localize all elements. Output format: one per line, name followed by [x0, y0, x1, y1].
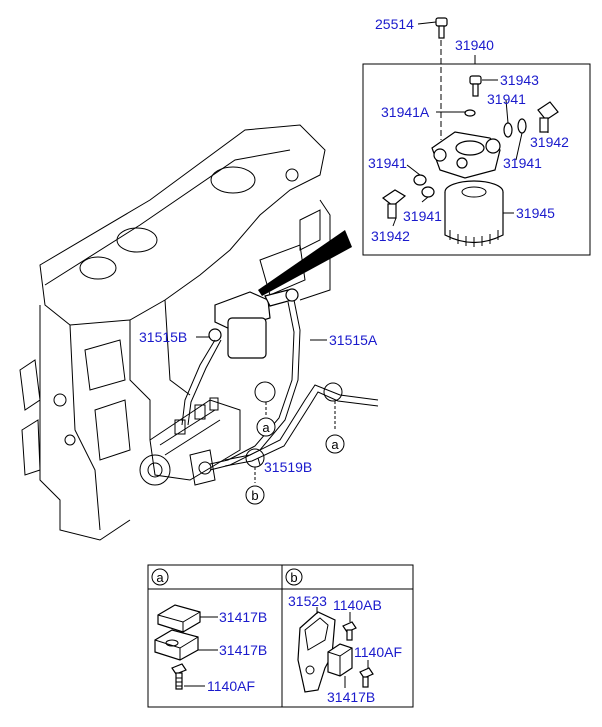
filter-head-part [431, 109, 501, 179]
callout-31943[interactable]: 31943 [500, 72, 539, 88]
svg-text:b: b [251, 488, 258, 503]
screw-31943-part [469, 75, 482, 97]
bolt-31942-left-part [381, 189, 407, 219]
svg-text:b: b [290, 570, 297, 585]
detail-a-header: a [151, 568, 169, 586]
svg-text:a: a [156, 570, 164, 585]
detail-b-label-31523[interactable]: 31523 [288, 593, 327, 609]
bolt-1140AF-b [359, 667, 374, 688]
detail-b-header: b [285, 568, 303, 586]
callout-31942-left[interactable]: 31942 [371, 228, 410, 244]
ref-a-right: a [325, 434, 345, 454]
bolt-1140AF-a [171, 663, 187, 690]
detail-b-label-31417B[interactable]: 31417B [327, 689, 375, 705]
washer-31941-left [413, 174, 427, 186]
fuel-lines [181, 299, 379, 471]
ref-a-upper: a [256, 417, 276, 437]
callout-31941-lower[interactable]: 31941 [403, 208, 442, 224]
callout-31941-top[interactable]: 31941 [487, 91, 526, 107]
leader-lines-engine [196, 336, 336, 483]
filter-assembly-frame [362, 63, 591, 256]
washer-31941-right-2 [517, 118, 527, 134]
pointer-wedge [258, 230, 352, 296]
callout-31941-right[interactable]: 31941 [503, 155, 542, 171]
clip-31417B-upper [157, 604, 201, 633]
bolt-1140AB [342, 621, 357, 641]
engine-block-illustration [19, 124, 331, 541]
callout-31940[interactable]: 31940 [455, 37, 494, 53]
clip-31417B-b [327, 643, 353, 677]
detail-b-label-1140AF[interactable]: 1140AF [354, 644, 402, 660]
callout-31942-right[interactable]: 31942 [530, 134, 569, 150]
svg-text:a: a [262, 420, 270, 435]
washer-31941-right-1 [503, 122, 513, 138]
callout-31941-left[interactable]: 31941 [368, 155, 407, 171]
callout-31945[interactable]: 31945 [516, 205, 555, 221]
svg-text:a: a [331, 437, 339, 452]
callout-31515A[interactable]: 31515A [329, 332, 378, 348]
clip-31417B-lower [154, 629, 199, 661]
detail-b-label-1140AB[interactable]: 1140AB [333, 597, 382, 613]
bracket-31523 [297, 611, 336, 693]
filter-cartridge-31945-part [444, 180, 504, 247]
callout-31515B[interactable]: 31515B [139, 329, 187, 345]
detail-table: a b 31417B 31417B 1140AF [147, 564, 414, 708]
callout-31519B[interactable]: 31519B [264, 459, 312, 475]
callout-25514[interactable]: 25514 [375, 16, 414, 32]
detail-a-label-1140AF[interactable]: 1140AF [207, 678, 255, 694]
washer-31941-lower [421, 186, 435, 198]
callout-31941A[interactable]: 31941A [381, 104, 430, 120]
bolt-31942-right-part [537, 101, 559, 133]
ref-b: b [245, 485, 265, 505]
detail-a-label-31417B-lower[interactable]: 31417B [219, 642, 267, 658]
leader-lines-top [392, 21, 549, 227]
bolt-25514-part [435, 17, 448, 140]
engine-fuel-filter [208, 288, 299, 359]
detail-a-label-31417B-upper[interactable]: 31417B [219, 609, 267, 625]
